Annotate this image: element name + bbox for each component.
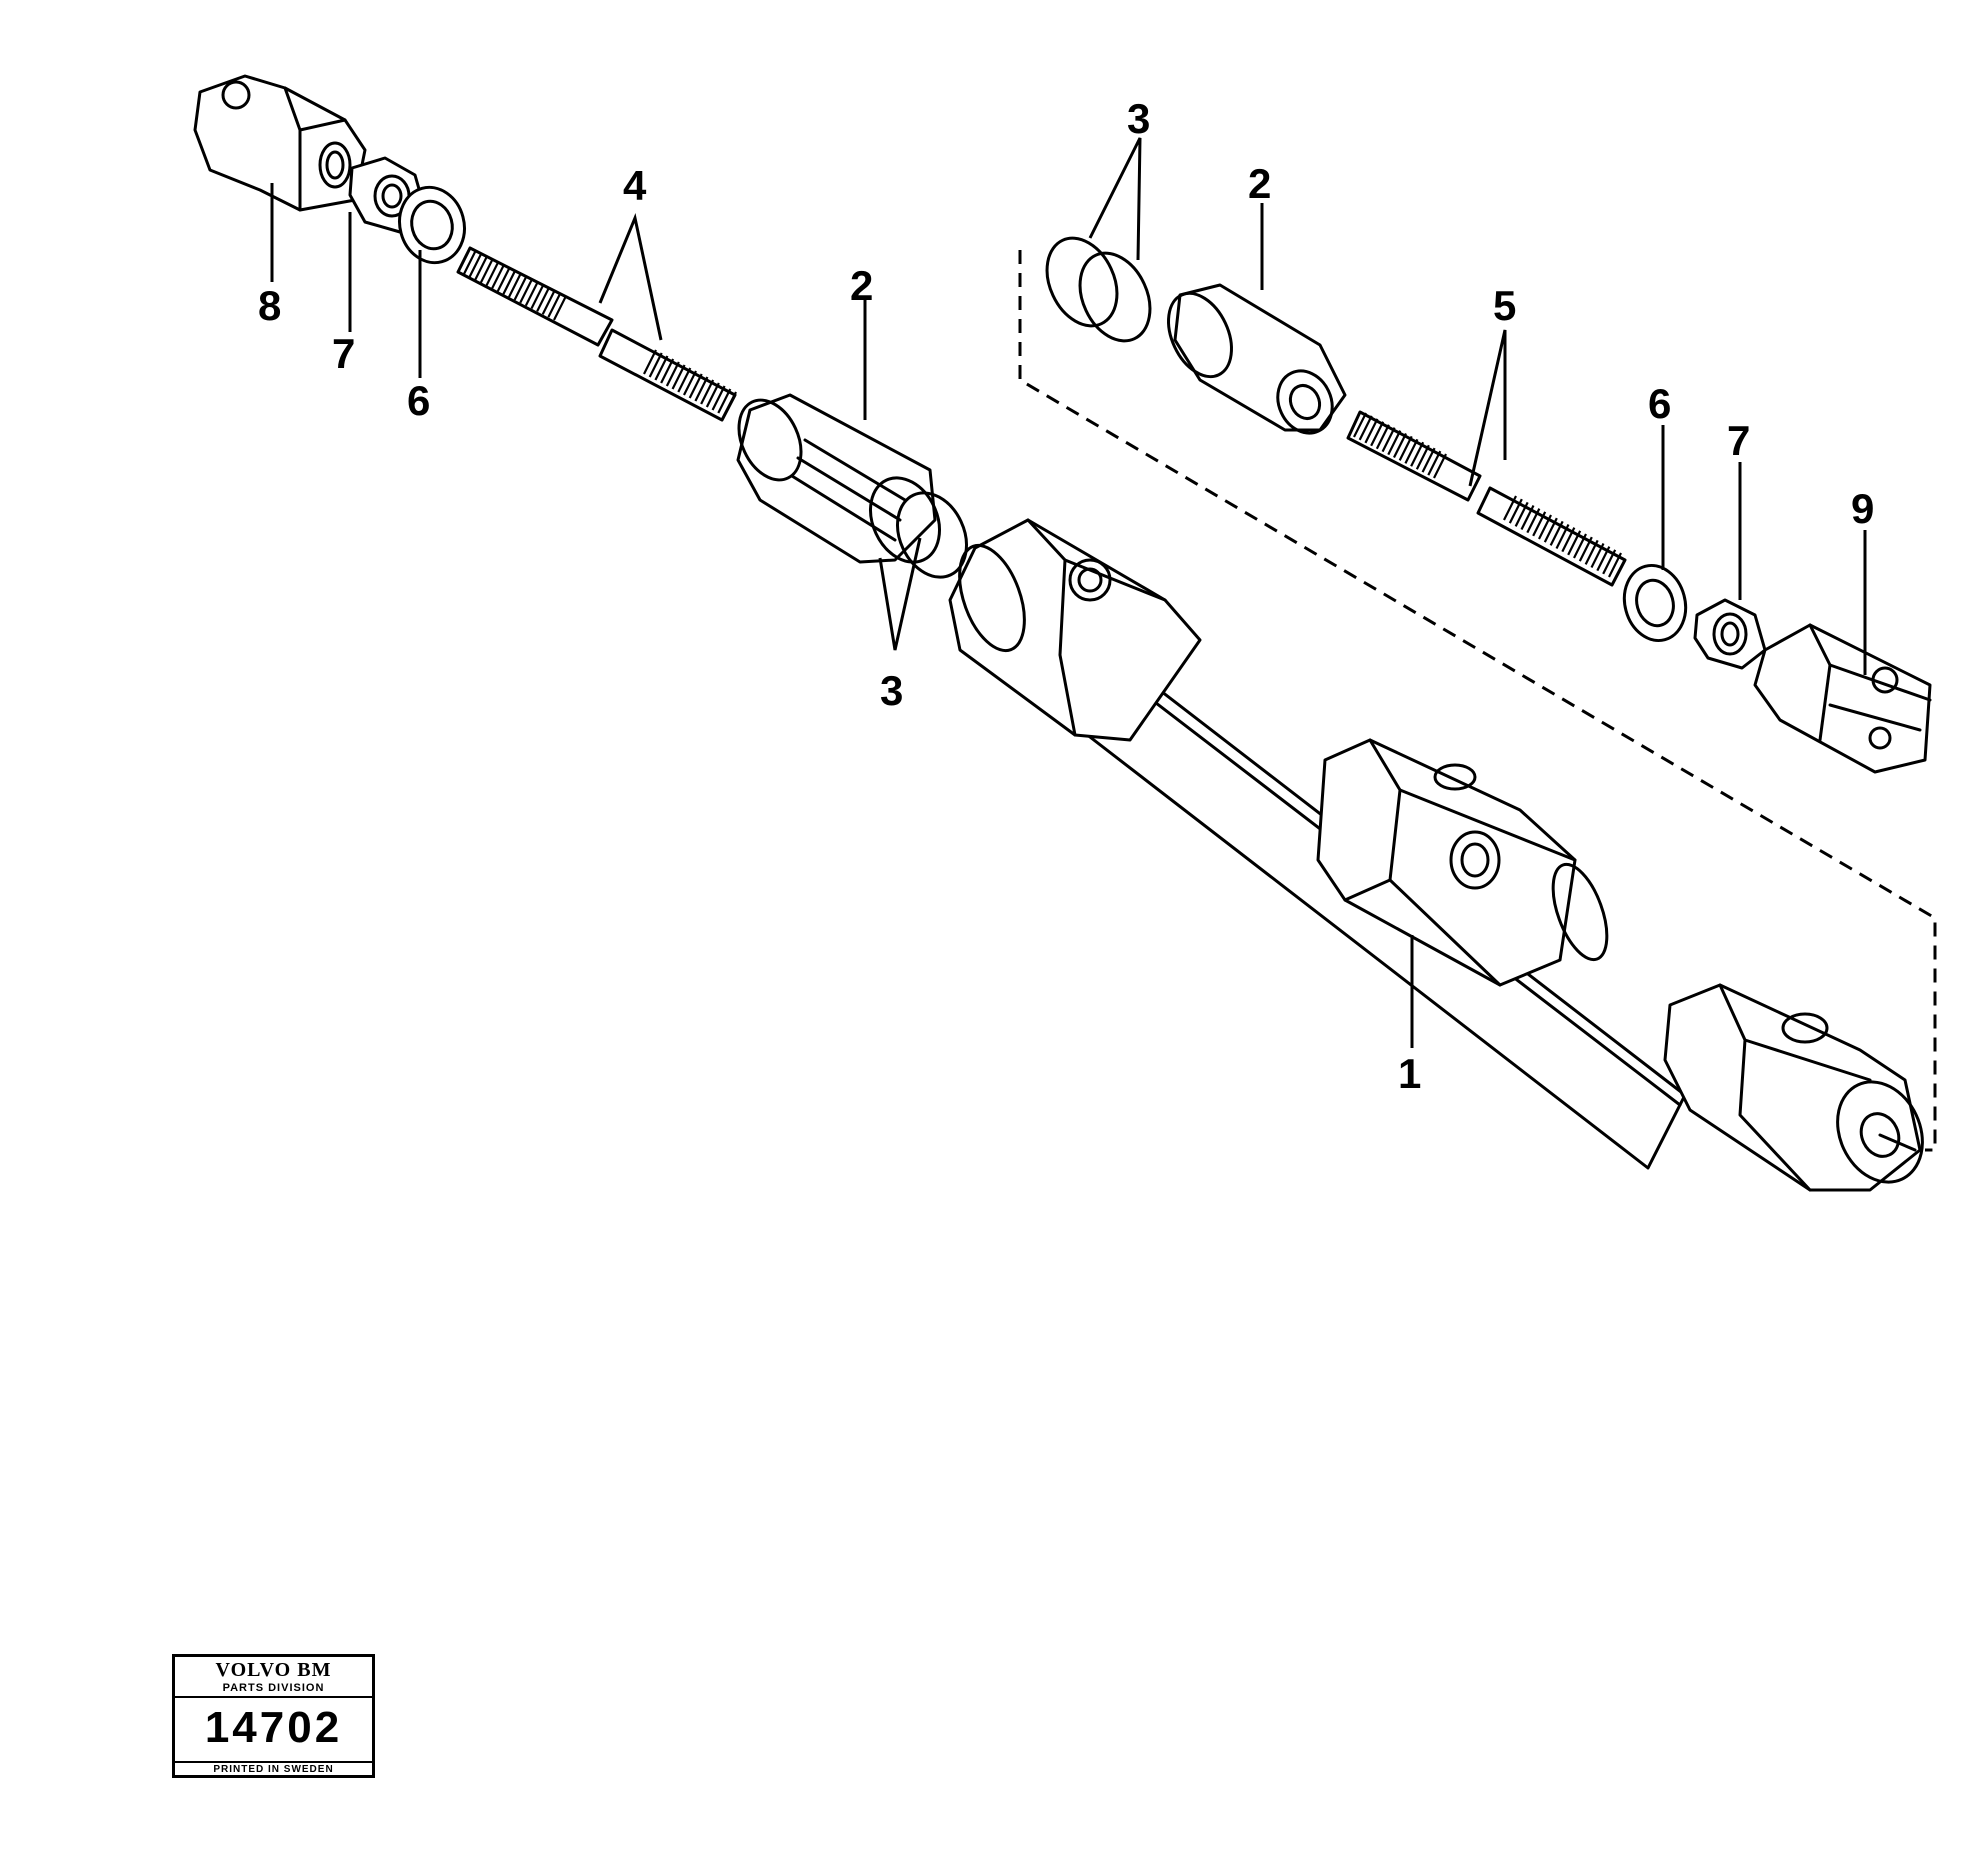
volvo-parts-stamp: VOLVO BM PARTS DIVISION 14702 PRINTED IN…: [172, 1654, 375, 1778]
part-4-threaded-rods: [456, 246, 737, 422]
callout-9: 9: [1851, 485, 1874, 532]
part-6-washer-right: [1622, 563, 1688, 643]
part-5-threaded-rods: [1346, 410, 1627, 587]
callout-3-left: 3: [880, 667, 903, 714]
part-2-gland-right: [1167, 283, 1347, 435]
part-6-washer-left: [398, 185, 466, 265]
callout-7-right: 7: [1727, 417, 1750, 464]
part-9-clevis: [1753, 623, 1932, 774]
callout-5: 5: [1493, 282, 1516, 329]
stamp-brand: VOLVO BM: [215, 1659, 332, 1681]
callout-1: 1: [1398, 1050, 1421, 1097]
callout-4: 4: [623, 162, 647, 209]
part-3-o-rings-left: [869, 476, 968, 579]
callout-6-right: 6: [1648, 380, 1671, 427]
callout-7-left: 7: [332, 330, 355, 377]
part-8-clevis: [193, 74, 367, 212]
callout-6-left: 6: [407, 377, 430, 424]
alternate-assembly-bracket: [1018, 250, 1937, 1152]
stamp-printed: PRINTED IN SWEDEN: [175, 1761, 372, 1775]
callout-8: 8: [258, 282, 281, 329]
callout-2-right: 2: [1248, 160, 1271, 207]
part-1-cylinder-body: [948, 518, 1924, 1192]
callout-2-left: 2: [850, 262, 873, 309]
part-7-nut-right: [1693, 598, 1767, 670]
callout-leaders: [270, 137, 1867, 1048]
part-2-gland-left: [736, 393, 937, 564]
stamp-division: PARTS DIVISION: [175, 1682, 372, 1698]
stamp-number: 14702: [204, 1703, 343, 1752]
callout-3-right: 3: [1127, 95, 1150, 142]
part-3-o-rings-right: [1045, 236, 1152, 343]
